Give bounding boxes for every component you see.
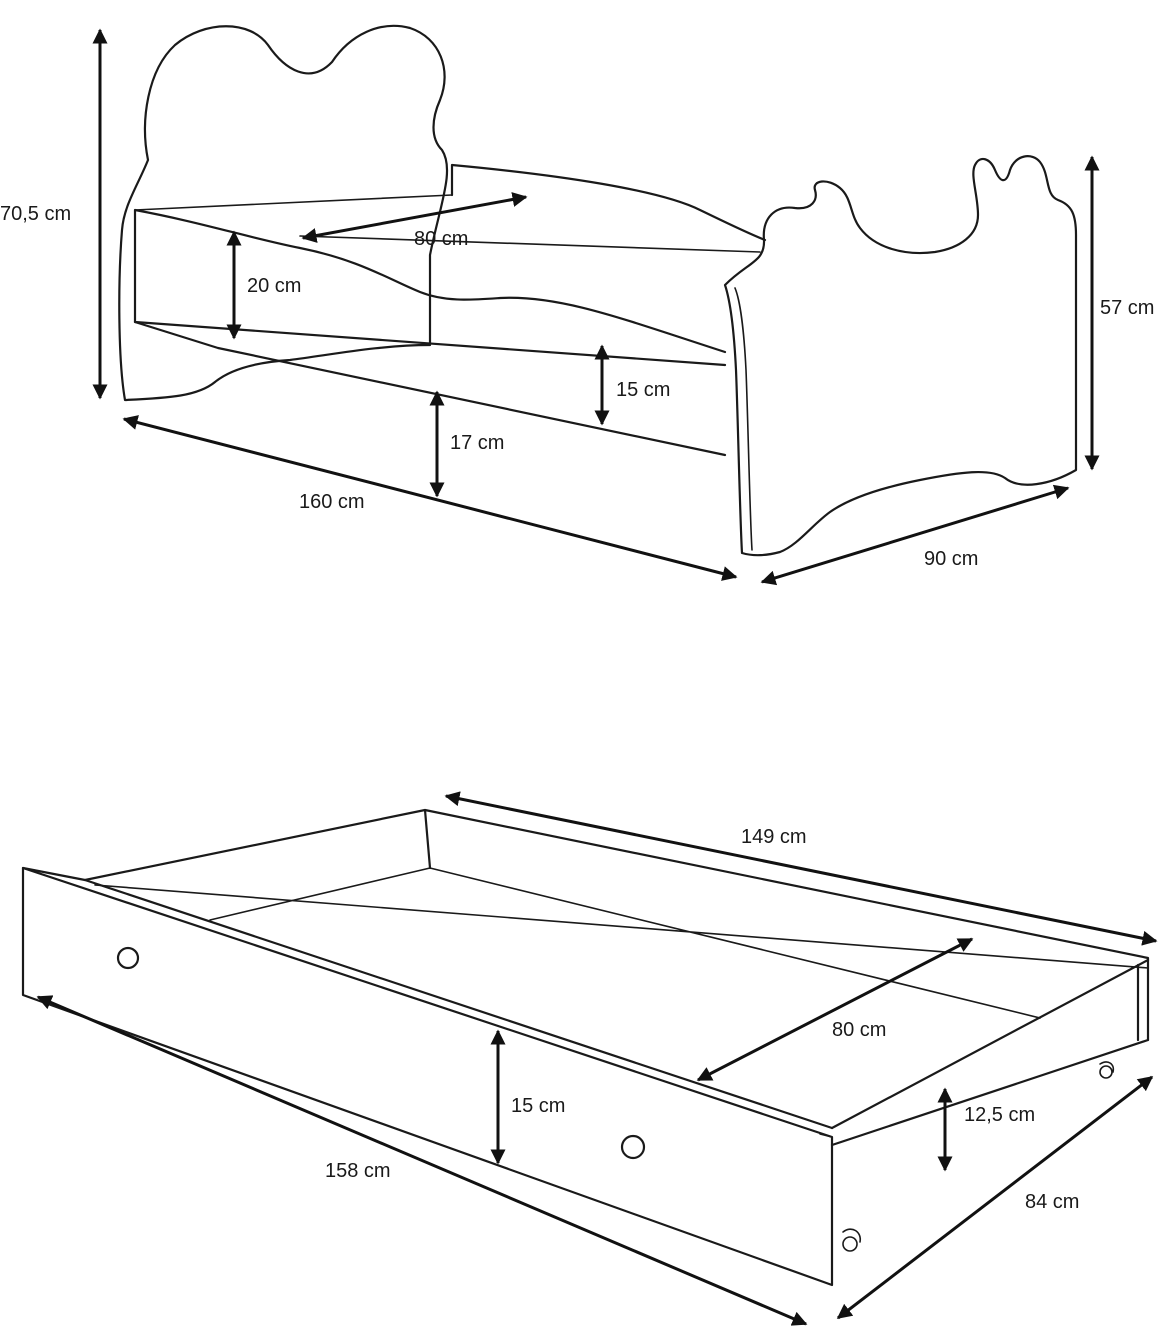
dim-arrow-length: [122, 415, 738, 581]
label-drawer-side-height: 12,5 cm: [964, 1104, 1035, 1126]
drawer-front-top: [21, 866, 834, 1130]
drawer-caster-back: [1099, 1061, 1115, 1079]
bed-labels: 70,5 cm 80 cm 20 cm 15 cm 17 cm 160 cm 9…: [0, 203, 1154, 570]
label-drawer-inner-length: 149 cm: [741, 826, 807, 848]
drawer-drawing: [21, 808, 1150, 1287]
label-height-total: 70,5 cm: [0, 203, 71, 225]
drawer-handle-right: [620, 1134, 646, 1160]
label-drawer-length: 158 cm: [325, 1160, 391, 1182]
label-drawer-inner-width: 80 cm: [832, 1019, 886, 1041]
label-drawer-width: 84 cm: [1025, 1191, 1079, 1213]
bed-back-rail: [450, 163, 767, 242]
bed-dimensions: [92, 28, 1100, 586]
label-width: 90 cm: [924, 548, 978, 570]
dim-arrow-drawer-inner-length: [444, 791, 1158, 946]
drawer-floor: [94, 867, 1149, 1019]
label-floor-clearance: 17 cm: [450, 432, 504, 454]
drawer-labels: 149 cm 80 cm 15 cm 12,5 cm 158 cm 84 cm: [325, 826, 1079, 1213]
dim-arrow-drawer-inner-width: [696, 937, 974, 1082]
drawer-caster-front: [842, 1228, 862, 1252]
dim-arrow-inner-width: [301, 192, 528, 243]
label-length: 160 cm: [299, 491, 365, 513]
dim-arrow-drawer-length: [36, 995, 808, 1326]
label-rail-height: 20 cm: [247, 275, 301, 297]
bed-footboard-inner: [734, 287, 753, 551]
dim-arrow-drawer-width: [836, 1075, 1154, 1320]
label-side-height: 15 cm: [616, 379, 670, 401]
label-footboard-height: 57 cm: [1100, 297, 1154, 319]
bed-headboard: [118, 24, 449, 402]
drawer-front-panel: [21, 866, 834, 1287]
dim-arrow-width: [760, 484, 1070, 586]
drawer-handle-left: [116, 946, 140, 970]
bed-footboard: [723, 155, 1078, 557]
label-inner-width: 80 cm: [414, 228, 468, 250]
label-drawer-front-height: 15 cm: [511, 1095, 565, 1117]
drawer-dimensions: [36, 791, 1158, 1326]
